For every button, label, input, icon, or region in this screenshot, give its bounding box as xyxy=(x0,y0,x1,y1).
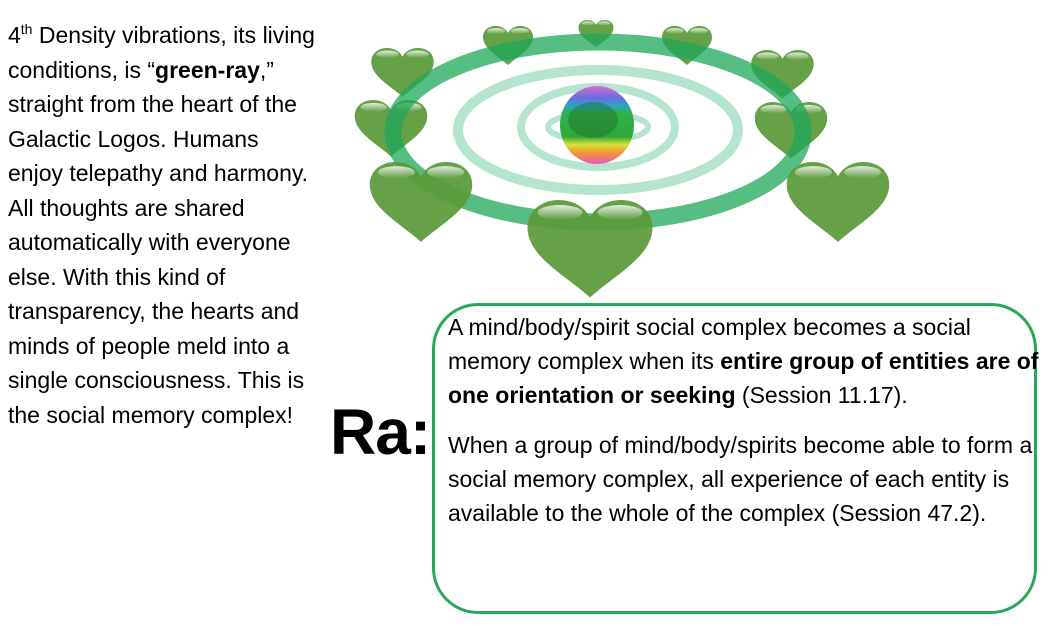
rainbow-sphere-icon xyxy=(560,86,634,164)
sphere-shadow xyxy=(568,102,618,138)
quote-citation: (Session 11.17). xyxy=(735,382,908,408)
quote-text: A mind/body/spirit social complex become… xyxy=(448,314,971,374)
intro-paragraph: 4th Density vibrations, its living condi… xyxy=(8,18,318,432)
intro-text-rest: ,” straight from the heart of the Galact… xyxy=(8,56,309,428)
intro-text-start: Density vibrations, its living condition… xyxy=(8,22,315,83)
middle-ring xyxy=(453,65,743,195)
ordinal-number: 4 xyxy=(8,22,21,48)
heart-icon xyxy=(786,162,890,242)
quote-paragraph-2: When a group of mind/body/spirits become… xyxy=(448,432,1033,526)
quote-emphasis: entire group of entities are of one orie… xyxy=(448,348,1039,408)
heart-ring-illustration xyxy=(354,20,890,298)
ordinal-suffix: th xyxy=(20,21,33,37)
quote-paragraph-1: A mind/body/spirit social complex become… xyxy=(448,310,1048,412)
quote-box-border xyxy=(432,303,1037,614)
ra-quote: A mind/body/spirit social complex become… xyxy=(448,310,1048,530)
open-quote: “ xyxy=(147,56,156,83)
speaker-label: Ra: xyxy=(330,396,431,468)
green-ray-term: green-ray xyxy=(155,56,260,83)
